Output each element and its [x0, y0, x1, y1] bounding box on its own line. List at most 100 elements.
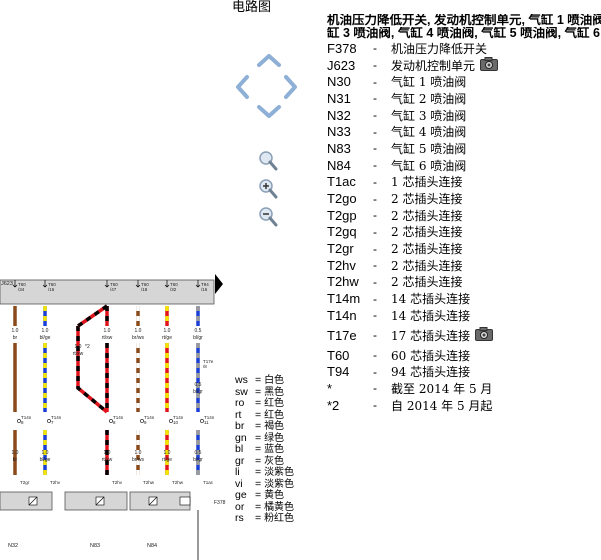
- nav-right-button[interactable]: [283, 74, 299, 100]
- legend-code: T2hv: [327, 257, 356, 273]
- wire-color-label: bl/gr: [193, 457, 203, 463]
- legend-row: *-截至 2014 年 5 月: [327, 380, 601, 397]
- zoom-in-icon: [259, 179, 278, 199]
- wire-color-label: rt/ge: [162, 335, 172, 341]
- color-code: rs: [235, 512, 244, 524]
- connector-pin-label: 7: [51, 420, 54, 425]
- chevron-down-icon: [257, 105, 281, 118]
- legend-code: *2: [327, 397, 340, 413]
- legend-row: F378-机油压力降低开关: [327, 40, 601, 57]
- wire-color-label: rt/ge: [162, 457, 172, 463]
- legend-description: 14 芯插头连接: [391, 308, 471, 323]
- color-name: 白色: [264, 375, 285, 386]
- legend-description: 2 芯插头连接: [391, 258, 463, 273]
- color-code: vi: [235, 477, 243, 490]
- legend-dash: -: [373, 74, 377, 89]
- legend-dash: -: [373, 274, 377, 289]
- legend-row: N83-气缸 5 喷油阀: [327, 140, 601, 157]
- chevron-right-icon: [284, 75, 297, 99]
- legend-code: T17e: [327, 327, 357, 343]
- legend-code: T1ac: [327, 174, 356, 190]
- color-name: 褐色: [264, 421, 285, 432]
- wire-size: 1.0: [135, 328, 142, 334]
- legend-code: T60: [327, 347, 350, 363]
- color-code-row: rt= 红色: [235, 408, 285, 421]
- connector-pin-label: 10: [173, 420, 179, 425]
- legend-description: 2 芯插头连接: [391, 192, 463, 207]
- color-name: 淡紫色: [264, 478, 295, 490]
- connector-pin: [109, 419, 113, 423]
- wire-size: 0.5: [195, 328, 202, 334]
- nav-down-button[interactable]: [256, 104, 282, 120]
- connector-label: T14n: [173, 415, 184, 420]
- wire-segment: [77, 304, 108, 328]
- camera-icon[interactable]: [475, 326, 494, 344]
- camera-icon[interactable]: [480, 56, 499, 74]
- wire-color-label: rt/sw: [73, 351, 84, 357]
- connector-pin-label: 8: [113, 420, 116, 425]
- legend-row: N30-气缸 1 喷油阀: [327, 73, 601, 90]
- legend-row: N33-气缸 4 喷油阀: [327, 123, 601, 140]
- color-code-row: gn= 绿色: [235, 431, 285, 444]
- legend-row: J623-发动机控制单元: [327, 56, 601, 74]
- pin-arrow: [12, 280, 18, 288]
- wire-size: 1.0: [104, 450, 111, 456]
- color-code: gn: [235, 431, 247, 444]
- page-title: 电路图: [232, 0, 272, 14]
- component-label: N32: [8, 543, 18, 549]
- wire-size: 1.0: [104, 328, 111, 334]
- wire-color-label: rt/sw: [102, 335, 113, 341]
- legend-description: 气缸 3 喷油阀: [391, 108, 467, 123]
- connector-pin: [140, 419, 144, 423]
- color-code-row: sw= 黑色: [235, 385, 285, 398]
- injector-stroke: [148, 496, 158, 506]
- color-code-row: bl= 蓝色: [235, 443, 285, 455]
- pin-arrow: [164, 280, 170, 288]
- legend-dash: -: [373, 41, 377, 56]
- color-code: bl: [235, 443, 244, 455]
- legend-code: T94: [327, 364, 350, 380]
- zoom-out-button[interactable]: [258, 206, 278, 228]
- wire-size: 1.0: [164, 450, 171, 456]
- color-code: ge: [235, 489, 247, 501]
- zoom-in-button[interactable]: [258, 178, 278, 200]
- legend-code: N30: [327, 74, 351, 90]
- pin-label-a: T60: [18, 282, 26, 287]
- connector-pin: [200, 419, 204, 423]
- legend-description: 2 芯插头连接: [391, 275, 463, 290]
- legend-description: 气缸 4 喷油阀: [391, 125, 467, 140]
- pin-label-b: /32: [170, 287, 177, 292]
- legend-description: 14 芯插头连接: [391, 292, 471, 307]
- legend-row: T14m-14 芯插头连接: [327, 290, 601, 307]
- zoom-button[interactable]: [258, 150, 278, 172]
- color-code-row: gr= 灰色: [235, 454, 285, 467]
- connector-label: T1ac: [203, 480, 214, 485]
- color-code: ro: [235, 397, 245, 409]
- legend-description: 2 芯插头连接: [391, 208, 463, 223]
- wire-size: 0.5: [195, 382, 202, 388]
- color-code-row: ge= 黄色: [235, 489, 285, 501]
- wire-size: 1.0: [42, 328, 49, 334]
- connector-pin-label: 9: [144, 420, 147, 425]
- nav-up-button[interactable]: [256, 52, 282, 68]
- legend-code: N33: [327, 124, 351, 140]
- legend-code: N84: [327, 157, 351, 173]
- connector-label: T14n: [204, 415, 215, 420]
- connector-label: T14n: [144, 415, 155, 420]
- legend-description: 截至 2014 年 5 月: [391, 381, 493, 396]
- color-code: gr: [235, 454, 245, 467]
- component-box: [0, 491, 53, 511]
- legend-dash: -: [373, 291, 377, 306]
- legend-code: T14n: [327, 307, 357, 323]
- color-name: 红色: [264, 398, 285, 409]
- legend-dash: -: [373, 191, 377, 206]
- legend-dash: -: [373, 158, 377, 173]
- pin-arrow: [135, 280, 141, 288]
- legend-description: 气缸 6 喷油阀: [391, 158, 467, 173]
- color-name: 淡紫色: [264, 467, 295, 478]
- connector-label: T2gr: [20, 480, 30, 485]
- connector-label: T2hw: [143, 480, 155, 485]
- nav-left-button[interactable]: [234, 74, 250, 100]
